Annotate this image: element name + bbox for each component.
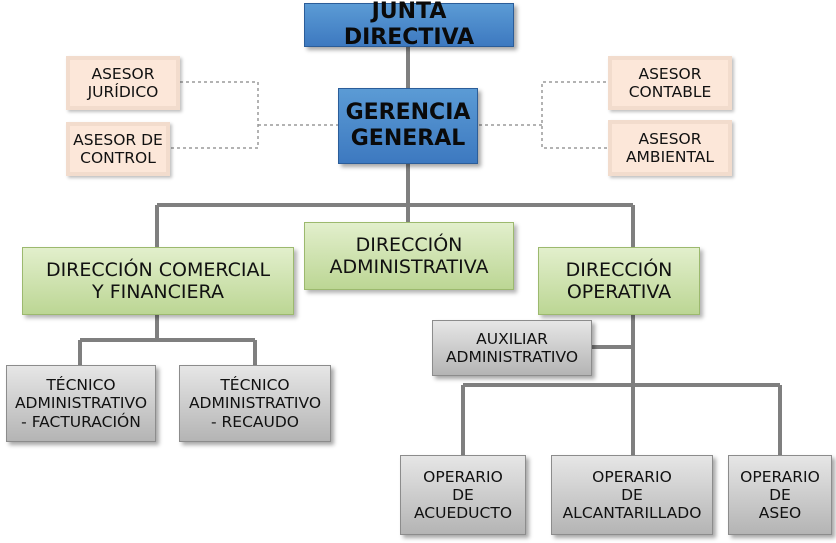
operario-aseo-box: OPERARIO DE ASEO [728, 455, 832, 535]
operario-acueducto-box: OPERARIO DE ACUEDUCTO [400, 455, 526, 535]
asesor-contable-box: ASESOR CONTABLE [608, 56, 732, 110]
tecnico-facturacion-box: TÉCNICO ADMINISTRATIVO - FACTURACIÓN [6, 365, 156, 442]
direccion-operativa-box: DIRECCIÓN OPERATIVA [538, 247, 700, 315]
junta-directiva-box: JUNTA DIRECTIVA [304, 0, 514, 50]
gerencia-general-box: GERENCIA GENERAL [338, 88, 478, 164]
asesor-juridico-box: ASESOR JURÍDICO [66, 56, 180, 110]
tecnico-recaudo-box: TÉCNICO ADMINISTRATIVO - RECAUDO [179, 365, 331, 442]
asesor-ambiental-box: ASESOR AMBIENTAL [608, 120, 732, 176]
direccion-administrativa-box: DIRECCIÓN ADMINISTRATIVA [304, 222, 514, 290]
asesor-control-box: ASESOR DE CONTROL [66, 122, 170, 176]
direccion-comercial-box: DIRECCIÓN COMERCIAL Y FINANCIERA [22, 247, 294, 315]
auxiliar-administrativo-box: AUXILIAR ADMINISTRATIVO [432, 320, 592, 376]
operario-alcantarillado-box: OPERARIO DE ALCANTARILLADO [551, 455, 713, 535]
